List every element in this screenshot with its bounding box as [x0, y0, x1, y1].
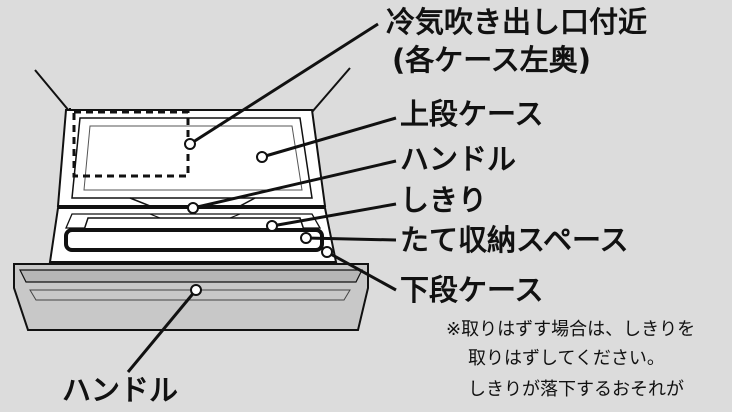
label-lower-case: 下段ケース	[400, 273, 544, 307]
leader-lower-case	[326, 250, 397, 292]
label-upper-case: 上段ケース	[400, 97, 544, 131]
leader-divider	[271, 202, 397, 228]
label-divider: しきり	[400, 183, 488, 217]
leader-vent	[189, 22, 379, 146]
dot-handle-upper	[187, 202, 199, 214]
leader-handle-upper	[192, 159, 397, 210]
label-vertical-storage: たて収納スペース	[400, 223, 629, 257]
pointer-dots	[184, 138, 333, 296]
note-line3: しきりが落下するおそれが	[468, 379, 684, 400]
leader-lines	[126, 22, 397, 373]
label-handle-lower: ハンドル	[62, 373, 179, 407]
leader-upper-case	[261, 116, 397, 159]
compartment-left-wall	[34, 69, 71, 115]
compartment-right-wall	[311, 67, 351, 113]
leader-vertical-storage	[305, 236, 397, 242]
vertical-storage-outline	[64, 228, 324, 252]
upper-case	[56, 109, 327, 207]
label-handle-upper: ハンドル	[400, 142, 517, 176]
dot-upper-case	[256, 151, 268, 163]
dot-vent	[184, 138, 196, 150]
leader-handle-lower	[126, 289, 198, 373]
dot-divider	[266, 220, 278, 232]
label-vent-line2: (各ケース左奥)	[392, 43, 592, 77]
note-line1: ※取りはずす場合は、しきりを	[446, 319, 696, 340]
dot-lower-case	[321, 246, 333, 258]
dot-handle-lower	[190, 284, 202, 296]
note-line2: 取りはずしてください。	[468, 348, 665, 369]
dot-vertical-storage	[300, 232, 312, 244]
lower-case-body	[48, 207, 338, 263]
label-vent-line1: 冷気吹き出し口付近	[386, 5, 648, 39]
